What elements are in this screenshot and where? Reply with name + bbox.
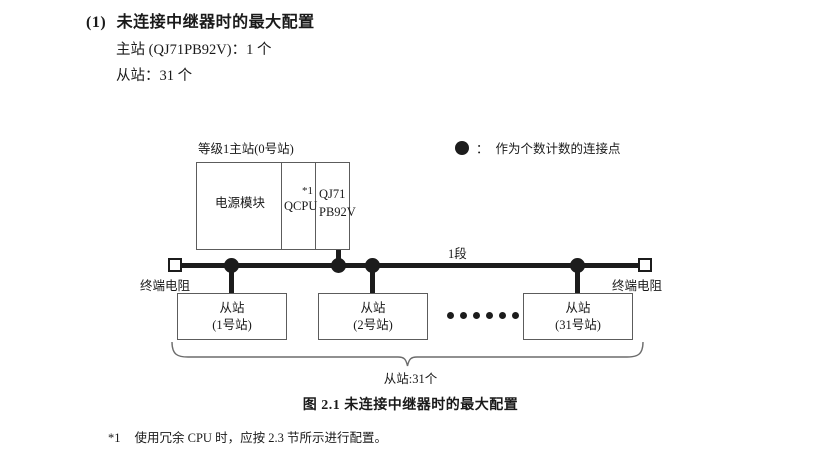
section-heading: (1) 未连接中继器时的最大配置 bbox=[86, 8, 315, 32]
master-station-caption: 等级1主站(0号站) bbox=[198, 142, 294, 156]
connection-point-dot bbox=[365, 258, 380, 273]
footnote-text: 使用冗余 CPU 时，应按 2.3 节所示进行配置。 bbox=[134, 431, 387, 445]
legend-separator: ： bbox=[476, 142, 489, 156]
segment-label: 1段 bbox=[448, 247, 467, 261]
rack-cell-qj71-line2: PB92V bbox=[319, 205, 356, 219]
slave-2-drop-line bbox=[370, 266, 375, 294]
footnote-mark: *1 bbox=[108, 431, 121, 445]
terminating-resistor-left-label: 终端电阻 bbox=[140, 279, 191, 293]
rack-cell-qcpu: QCPU bbox=[284, 199, 318, 213]
slave-station-box: 从站 (1号站) bbox=[177, 293, 287, 340]
slave-count-label: 从站:31个 bbox=[383, 372, 438, 386]
slave-station-box: 从站 (31号站) bbox=[523, 293, 633, 340]
filled-circle-icon bbox=[455, 140, 469, 155]
master-rack: 电源模块 QCPU *1 QJ71 PB92V bbox=[196, 162, 356, 250]
slave-label-line1: 从站 bbox=[360, 300, 386, 315]
legend: ： 作为个数计数的连接点 bbox=[455, 138, 621, 157]
slave-31-drop-line bbox=[575, 266, 580, 294]
slave-1-drop-line bbox=[229, 266, 234, 294]
rack-cell-qcpu-footnote-mark: *1 bbox=[302, 185, 313, 197]
legend-text: 作为个数计数的连接点 bbox=[495, 142, 621, 156]
terminating-resistor-right-label: 终端电阻 bbox=[612, 279, 663, 293]
slave-station-box: 从站 (2号站) bbox=[318, 293, 428, 340]
slave-label-line2: (1号站) bbox=[212, 317, 252, 332]
ellipsis-dots bbox=[447, 312, 519, 319]
footnote: *1 使用冗余 CPU 时，应按 2.3 节所示进行配置。 bbox=[108, 427, 387, 446]
figure-caption: 图 2.1 未连接中继器时的最大配置 bbox=[302, 398, 519, 413]
rack-cell-power-supply: 电源模块 bbox=[214, 196, 265, 210]
bus-trunk-line bbox=[172, 263, 640, 268]
slave-count-brace bbox=[170, 341, 645, 368]
connection-point-dot bbox=[570, 258, 585, 273]
connection-point-dot bbox=[331, 258, 346, 273]
slave-label-line1: 从站 bbox=[565, 300, 591, 315]
section-number: (1) bbox=[86, 14, 107, 31]
connection-point-dot bbox=[224, 258, 239, 273]
rack-divider-1 bbox=[281, 163, 282, 249]
slave-label-line1: 从站 bbox=[219, 300, 245, 315]
section-title-text: 未连接中继器时的最大配置 bbox=[116, 14, 315, 31]
rack-divider-2 bbox=[315, 163, 316, 249]
slave-label-line2: (2号站) bbox=[353, 317, 393, 332]
rack-cell-qj71-line1: QJ71 bbox=[319, 187, 346, 201]
section-line-master: 主站 (QJ71PB92V)：1 个 bbox=[116, 42, 272, 58]
slave-label-line2: (31号站) bbox=[555, 317, 601, 332]
terminating-resistor-right bbox=[638, 258, 652, 272]
section-line-slave: 从站：31 个 bbox=[116, 68, 193, 84]
terminating-resistor-left bbox=[168, 258, 182, 272]
